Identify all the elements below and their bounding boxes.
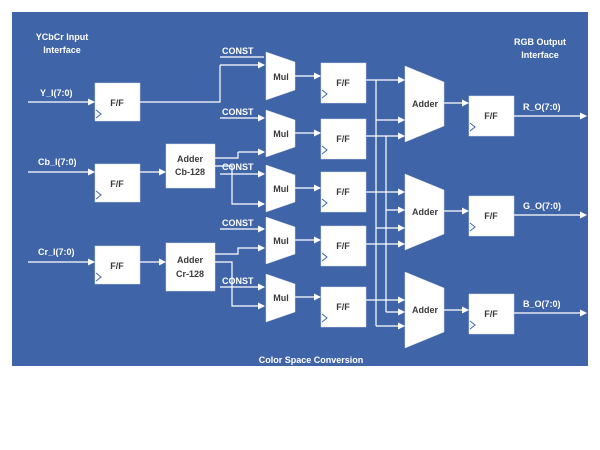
const-label-2: CONST bbox=[222, 107, 254, 117]
cr-adder-label-line2: Cr-128 bbox=[176, 269, 204, 279]
ff-label: F/F bbox=[336, 78, 350, 88]
output-flip-flop-b: F/F bbox=[468, 293, 515, 335]
mul-label: Mul bbox=[273, 293, 289, 303]
input-label-cb: Cb_I(7:0) bbox=[38, 157, 77, 167]
output-interface-label-line1: RGB Output bbox=[514, 37, 566, 47]
ff-label: F/F bbox=[110, 261, 124, 271]
cr-adder-label-line1: Adder bbox=[177, 255, 204, 265]
output-label-b: B_O(7:0) bbox=[523, 299, 561, 309]
adder-label: Adder bbox=[412, 207, 439, 217]
diagram-title: Color Space Conversion bbox=[259, 355, 364, 365]
input-interface-label-line2: Interface bbox=[43, 45, 81, 55]
ff-label: F/F bbox=[484, 111, 498, 121]
input-flip-flop-cb: F/F bbox=[94, 163, 141, 203]
ff-label: F/F bbox=[336, 187, 350, 197]
output-flip-flop-r: F/F bbox=[468, 95, 515, 137]
multiplier-4: Mul bbox=[265, 216, 296, 265]
output-label-g: G_O(7:0) bbox=[523, 201, 561, 211]
output-flip-flop-g: F/F bbox=[468, 195, 515, 237]
mul-label: Mul bbox=[273, 184, 289, 194]
ff-label: F/F bbox=[110, 98, 124, 108]
output-label-r: R_O(7:0) bbox=[523, 102, 561, 112]
adder-label: Adder bbox=[412, 99, 439, 109]
ff-label: F/F bbox=[110, 179, 124, 189]
wires bbox=[28, 56, 587, 330]
adder-g: Adder bbox=[404, 173, 445, 251]
adder-b: Adder bbox=[404, 271, 445, 349]
mul-flip-flop-3: F/F bbox=[320, 171, 367, 213]
output-interface-label-line2: Interface bbox=[521, 50, 559, 60]
const-label-4: CONST bbox=[222, 218, 254, 228]
input-interface-label-line1: YCbCr Input bbox=[36, 32, 89, 42]
const-label-5: CONST bbox=[222, 276, 254, 286]
mul-flip-flop-4: F/F bbox=[320, 225, 367, 267]
ff-label: F/F bbox=[336, 302, 350, 312]
input-flip-flop-cr: F/F bbox=[94, 245, 141, 285]
input-label-y: Y_I(7:0) bbox=[40, 88, 73, 98]
multiplier-3: Mul bbox=[265, 164, 296, 213]
ff-label: F/F bbox=[336, 134, 350, 144]
input-label-cr: Cr_I(7:0) bbox=[38, 247, 75, 257]
adder-r: Adder bbox=[404, 65, 445, 143]
cb-adder-label-line1: Adder bbox=[177, 154, 204, 164]
cr-128-adder: Adder Cr-128 bbox=[165, 242, 216, 292]
cb-adder-label-line2: Cb-128 bbox=[175, 167, 205, 177]
multiplier-2: Mul bbox=[265, 109, 296, 158]
input-flip-flop-y: F/F bbox=[94, 82, 141, 122]
adder-label: Adder bbox=[412, 305, 439, 315]
mul-label: Mul bbox=[273, 72, 289, 82]
ff-label: F/F bbox=[484, 309, 498, 319]
cb-128-adder: Adder Cb-128 bbox=[165, 143, 216, 189]
mul-flip-flop-2: F/F bbox=[320, 118, 367, 160]
const-label-1: CONST bbox=[222, 46, 254, 56]
const-label-3: CONST bbox=[222, 162, 254, 172]
ff-label: F/F bbox=[484, 211, 498, 221]
ff-label: F/F bbox=[336, 241, 350, 251]
mul-flip-flop-1: F/F bbox=[320, 62, 367, 104]
mul-label: Mul bbox=[273, 129, 289, 139]
mul-label: Mul bbox=[273, 236, 289, 246]
multiplier-1: Mul bbox=[265, 51, 296, 101]
multiplier-5: Mul bbox=[265, 273, 296, 323]
mul-flip-flop-5: F/F bbox=[320, 286, 367, 328]
